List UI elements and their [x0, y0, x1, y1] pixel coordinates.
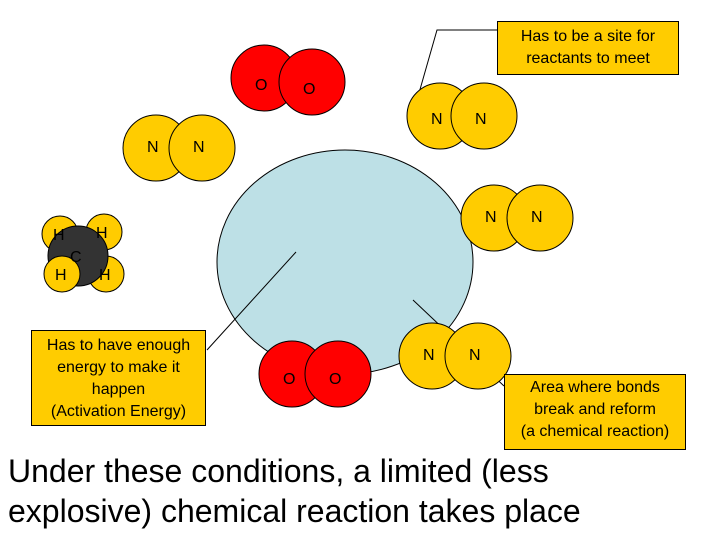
nitrogen-atom: [444, 322, 512, 390]
caption-line: Under these conditions, a limited (less: [8, 453, 549, 489]
nitrogen-label: N: [475, 111, 487, 128]
label-line: reactants to meet: [526, 50, 650, 67]
label-line: Has to have enough: [46, 337, 191, 354]
nitrogen-label: N: [147, 139, 159, 156]
nitrogen-label: N: [423, 347, 435, 364]
nitrogen-atom: [506, 184, 574, 252]
hydrogen-atom: [43, 255, 81, 293]
nitrogen-label: N: [531, 209, 543, 226]
nitrogen-molecule-upper-right: N N: [406, 82, 518, 150]
nitrogen-label: N: [193, 139, 205, 156]
label-line: energy to make it: [57, 359, 180, 376]
nitrogen-molecule-left: N N: [122, 114, 236, 182]
oxygen-label: O: [283, 371, 295, 388]
label-line: (Activation Energy): [50, 403, 187, 420]
oxygen-molecule-bottom: O O: [258, 340, 372, 408]
label-line: happen: [91, 381, 146, 398]
nitrogen-label: N: [431, 111, 443, 128]
label-line: (a chemical reaction): [520, 423, 670, 440]
oxygen-label: O: [255, 77, 267, 94]
oxygen-label: O: [329, 371, 341, 388]
oxygen-label: O: [303, 81, 315, 98]
label-line: Has to be a site for: [520, 28, 656, 45]
carbon-label: C: [70, 249, 82, 266]
hydrogen-label: H: [53, 227, 65, 244]
nitrogen-atom: [168, 114, 236, 182]
leader-line-energy: [206, 251, 297, 351]
nitrogen-atom: [450, 82, 518, 150]
caption-text: Under these conditions, a limited (less …: [8, 451, 714, 531]
label-box-activation-energy: Has to have enough energy to make it hap…: [31, 330, 206, 426]
oxygen-atom: [278, 48, 346, 116]
hydrogen-label: H: [96, 225, 108, 242]
hydrogen-label: H: [55, 267, 67, 284]
label-line: break and reform: [534, 401, 656, 418]
label-line: Area where bonds: [530, 379, 660, 396]
oxygen-molecule-top: O O: [230, 44, 346, 116]
nitrogen-molecule-lower: N N: [398, 322, 512, 390]
caption-line: explosive) chemical reaction takes place: [8, 493, 581, 529]
nitrogen-molecule-right: N N: [460, 184, 574, 252]
label-box-site: Has to be a site for reactants to meet: [497, 21, 679, 75]
nitrogen-label: N: [469, 347, 481, 364]
nitrogen-label: N: [485, 209, 497, 226]
label-box-reaction-area: Area where bonds break and reform (a che…: [504, 374, 686, 450]
oxygen-atom: [304, 340, 372, 408]
methane-molecule: H H C H H: [41, 213, 125, 293]
hydrogen-label: H: [99, 267, 111, 284]
